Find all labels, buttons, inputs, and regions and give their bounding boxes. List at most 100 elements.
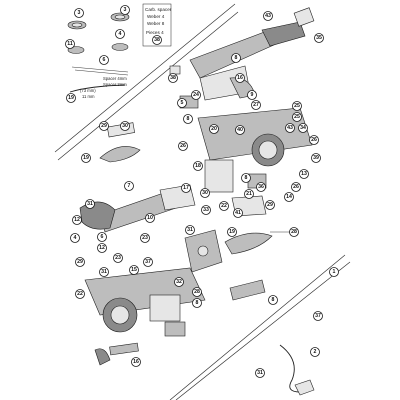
svg-text:39: 39 [313, 155, 319, 161]
callout-19: 19 [227, 227, 237, 237]
callout-17: 17 [181, 183, 191, 193]
svg-text:25: 25 [294, 114, 300, 120]
cable-part [279, 344, 301, 393]
spring-part [94, 348, 111, 366]
callout-21: 21 [244, 189, 254, 199]
callout-28: 28 [192, 287, 202, 297]
separator-line-top [54, 3, 236, 153]
lever-part [99, 146, 141, 163]
carb-bore-lower-inner [110, 305, 130, 325]
svg-text:31: 31 [87, 201, 93, 207]
callout-19: 19 [81, 153, 91, 163]
callout-23: 23 [113, 253, 123, 263]
svg-text:28: 28 [194, 289, 200, 295]
callout-37: 37 [313, 311, 323, 321]
spacer-note-line2: Spacer 3mm [103, 82, 127, 87]
svg-text:8: 8 [272, 297, 275, 303]
svg-text:37: 37 [145, 259, 151, 265]
svg-text:23: 23 [115, 255, 121, 261]
svg-text:30: 30 [122, 123, 128, 129]
callout-30: 30 [200, 188, 210, 198]
inset-line1: Carb. spacer [145, 7, 172, 12]
callout-26: 26 [291, 182, 301, 192]
float-bowl-upper [204, 159, 234, 193]
svg-text:27: 27 [253, 102, 259, 108]
svg-text:28: 28 [291, 229, 297, 235]
cable-end-part [294, 379, 315, 396]
callout-35: 35 [314, 33, 324, 43]
svg-text:4: 4 [119, 31, 122, 37]
callout-22: 22 [219, 201, 229, 211]
callout-26: 26 [178, 141, 188, 151]
svg-text:16: 16 [133, 359, 139, 365]
bell-part [79, 201, 116, 230]
callout-13: 13 [299, 169, 309, 179]
lever-part [224, 232, 273, 255]
section-separators [54, 3, 351, 400]
callout-6: 6 [97, 232, 107, 242]
svg-text:30: 30 [202, 190, 208, 196]
svg-text:15: 15 [131, 267, 137, 273]
svg-text:43: 43 [287, 125, 293, 131]
hose-part [69, 84, 126, 93]
svg-text:19: 19 [68, 95, 74, 101]
svg-text:29: 29 [101, 123, 107, 129]
callout-8: 8 [268, 295, 278, 305]
svg-text:16: 16 [237, 75, 243, 81]
callout-29: 29 [75, 257, 85, 267]
svg-text:35: 35 [316, 35, 322, 41]
svg-text:12: 12 [99, 245, 105, 251]
callout-10: 10 [145, 213, 155, 223]
svg-text:38: 38 [170, 75, 176, 81]
callout-6: 6 [99, 55, 109, 65]
callout-28: 28 [289, 227, 299, 237]
callout-19: 19 [66, 93, 76, 103]
callout-31: 31 [255, 368, 265, 378]
callout-25: 25 [292, 112, 302, 122]
callout-14: 14 [284, 192, 294, 202]
svg-text:32: 32 [176, 279, 182, 285]
spacer-note-line1: Spacer 4mm [103, 76, 127, 81]
callout-1: 1 [329, 267, 339, 277]
callout-29: 29 [265, 200, 275, 210]
callout-31: 31 [85, 199, 95, 209]
callout-34: 34 [298, 123, 308, 133]
callout-22: 22 [75, 289, 85, 299]
svg-text:9: 9 [251, 92, 254, 98]
inset-line3: Weber 8 [147, 21, 165, 26]
svg-text:18: 18 [195, 163, 201, 169]
grip-part [261, 21, 306, 47]
callout-27: 27 [251, 100, 261, 110]
middle-assembly [79, 184, 292, 273]
svg-text:19: 19 [229, 229, 235, 235]
callout-4: 4 [70, 233, 80, 243]
callout-5: 5 [177, 98, 187, 108]
callout-31: 31 [185, 225, 195, 235]
svg-text:25: 25 [294, 103, 300, 109]
carb-bore-inner [258, 140, 278, 160]
callouts: 3 3 11 4 6 19 38 43 8 35 38 16 24 5 9 27… [65, 5, 339, 378]
separator-line-bottom-inner [175, 261, 351, 400]
callout-38: 38 [152, 35, 162, 45]
separator-line-bottom [169, 254, 346, 400]
svg-text:5: 5 [181, 100, 184, 106]
callout-12: 12 [72, 215, 82, 225]
cover-bolt [197, 245, 209, 257]
inset-count-label: Pieces 4 [146, 30, 164, 35]
svg-text:37: 37 [315, 313, 321, 319]
svg-text:20: 20 [211, 126, 217, 132]
svg-text:22: 22 [77, 291, 83, 297]
svg-text:31: 31 [257, 370, 263, 376]
callout-8: 8 [241, 173, 251, 183]
callout-16: 16 [235, 73, 245, 83]
callout-24: 24 [191, 90, 201, 100]
hose-line [74, 69, 129, 76]
callout-40: 40 [235, 125, 245, 135]
svg-text:41: 41 [235, 210, 241, 216]
callout-43: 43 [263, 11, 273, 21]
hose-line [71, 66, 129, 73]
svg-text:10: 10 [147, 215, 153, 221]
callout-2: 2 [310, 347, 320, 357]
svg-text:13: 13 [301, 171, 307, 177]
callout-8: 8 [192, 298, 202, 308]
